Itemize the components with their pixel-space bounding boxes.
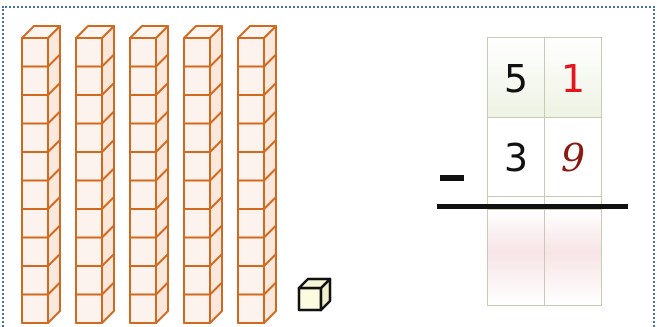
result-ones-cell (544, 209, 602, 306)
ten-rod (75, 25, 115, 324)
subtrahend-ones-cell: 9 (544, 117, 602, 197)
result-line (437, 204, 628, 209)
result-tens-cell (487, 209, 545, 306)
ten-rod (183, 25, 223, 324)
subtrahend-ones-digit: 9 (560, 136, 586, 180)
minus-sign (440, 175, 464, 181)
minuend-tens-digit: 5 (503, 56, 529, 101)
dotted-frame (2, 6, 655, 327)
ten-rod (21, 25, 61, 324)
subtrahend-tens-digit: 3 (503, 136, 529, 180)
ten-rod (237, 25, 277, 324)
ten-rod (129, 25, 169, 324)
place-value-grid: 5 1 3 9 (487, 37, 602, 306)
unit-cube (297, 277, 332, 312)
minuend-tens-cell: 5 (487, 37, 545, 118)
minuend-ones-cell: 1 (544, 37, 602, 118)
minuend-ones-digit: 1 (560, 56, 586, 101)
subtrahend-tens-cell: 3 (487, 117, 545, 197)
